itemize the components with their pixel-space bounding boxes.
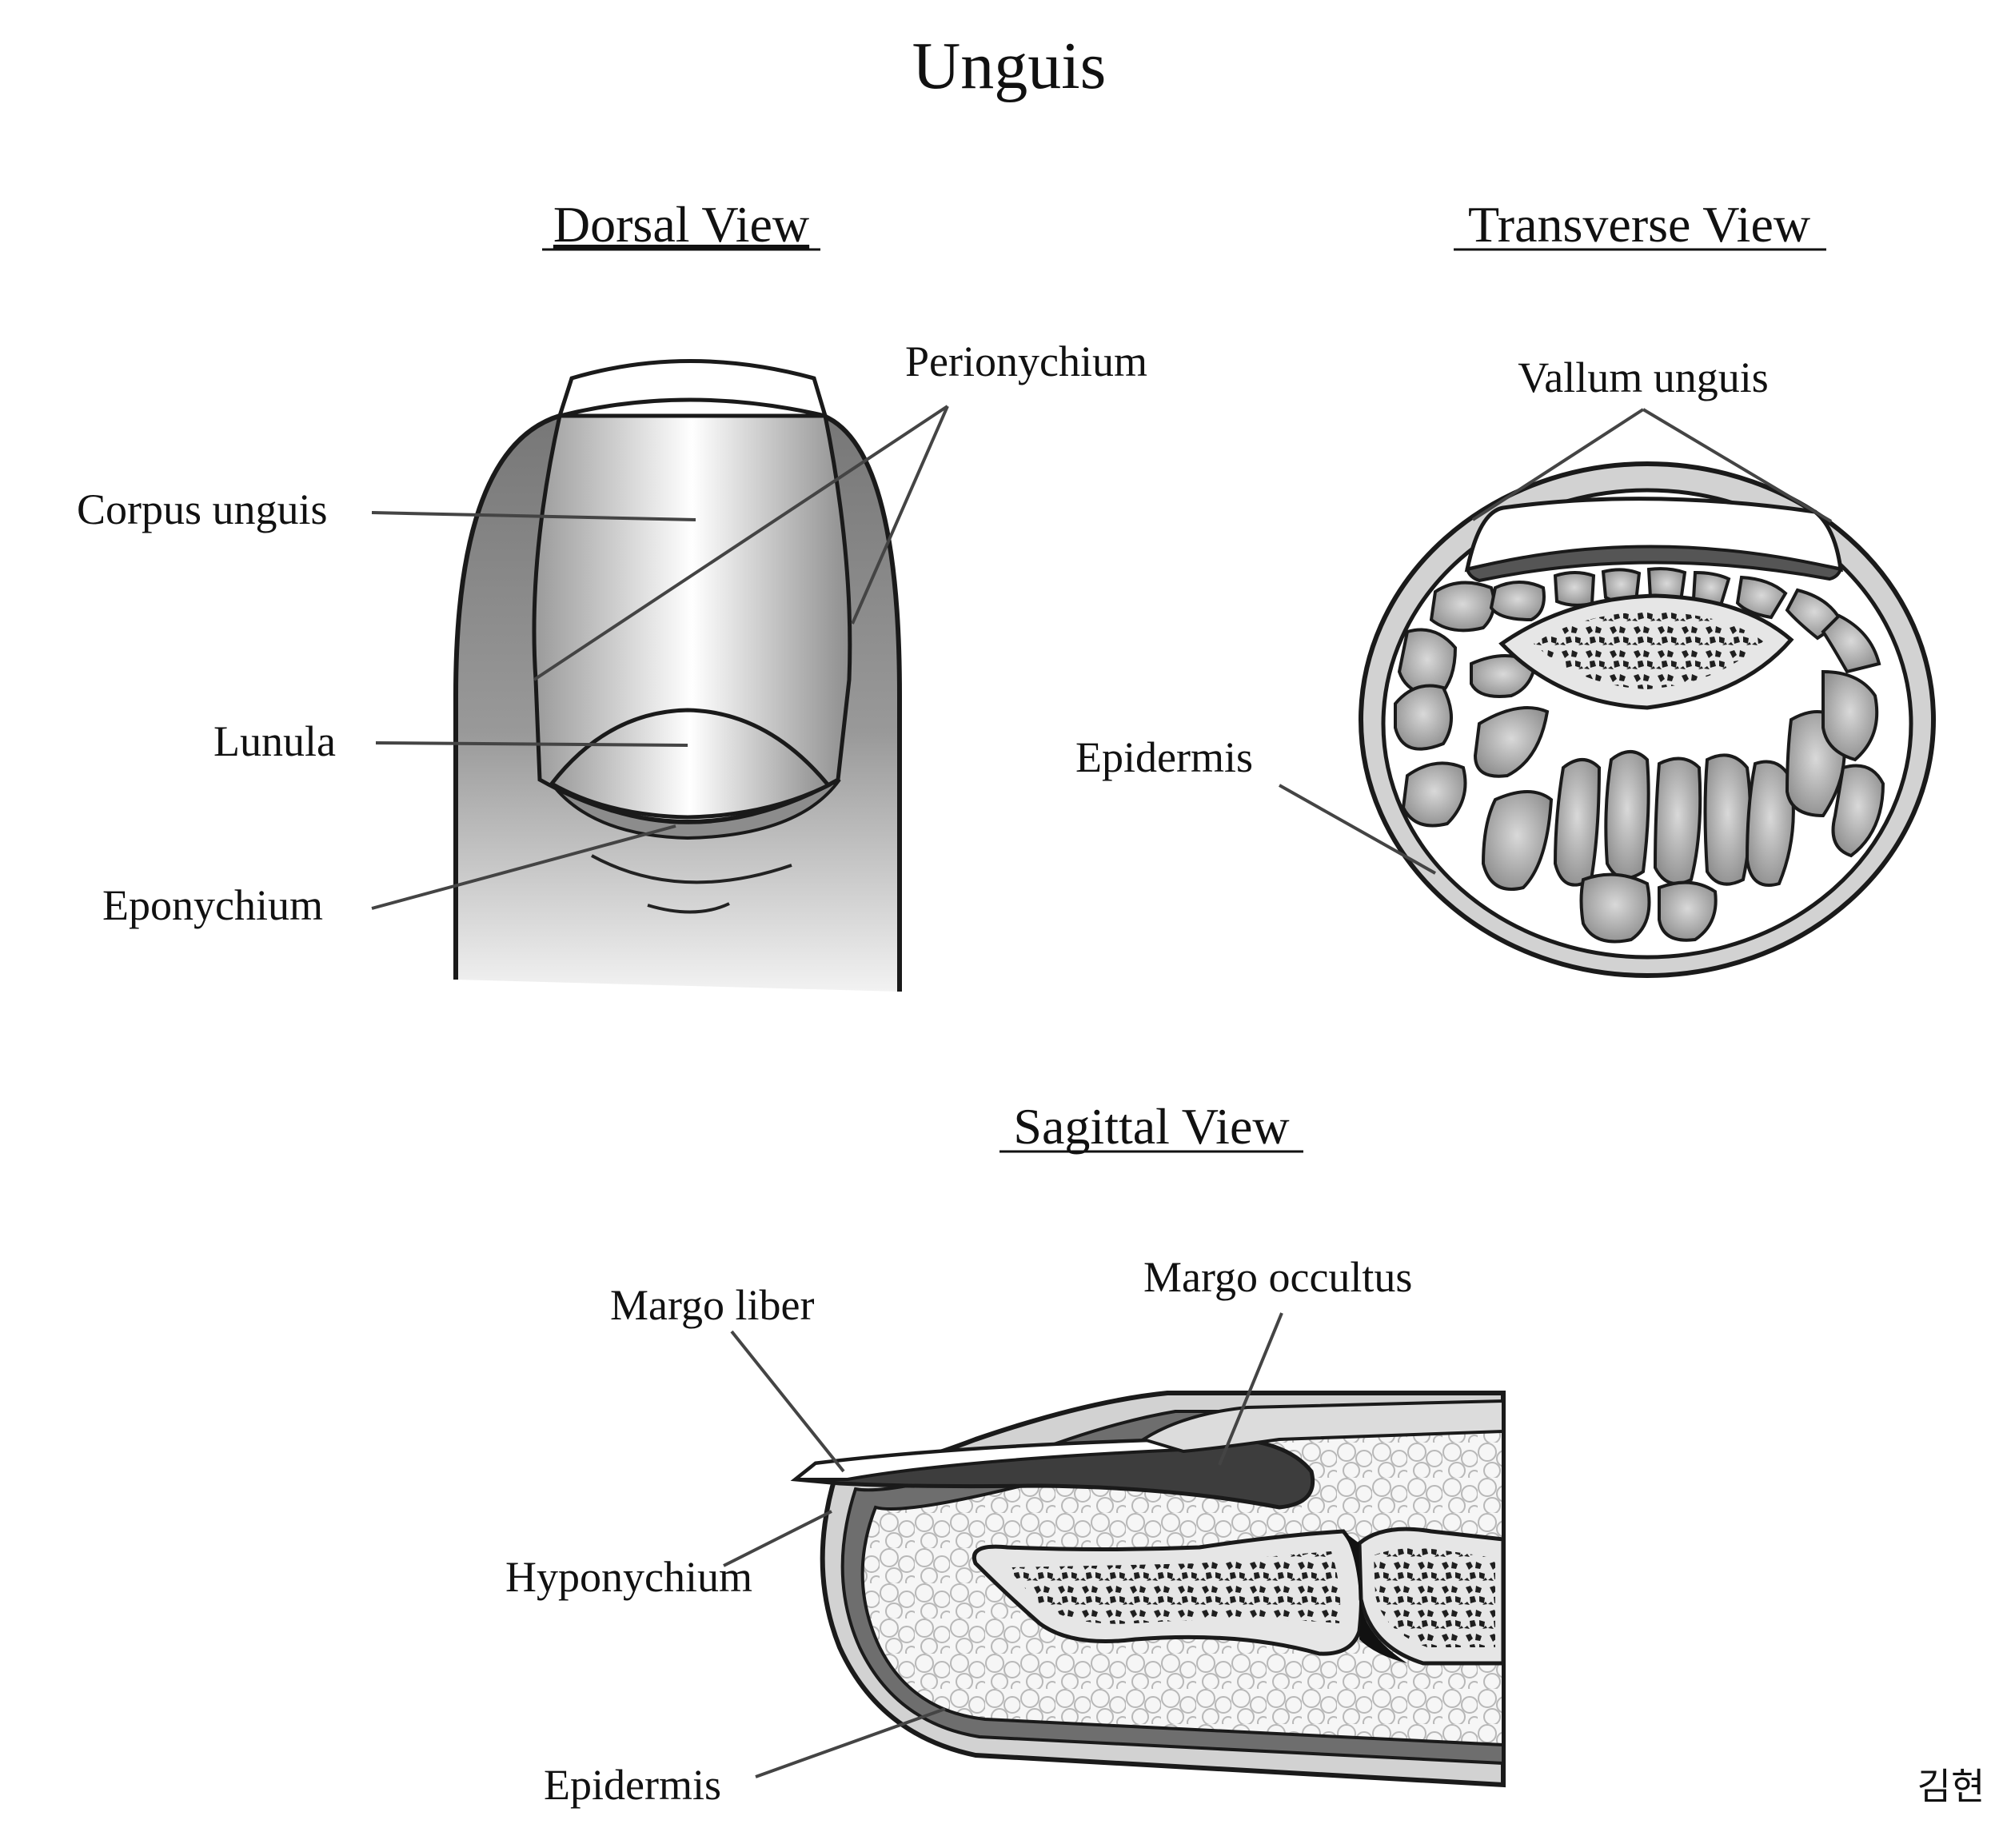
- label-perionychium: Perionychium: [905, 337, 1147, 385]
- nail-free-edge: [557, 359, 828, 419]
- label-hyponychium: Hyponychium: [505, 1553, 752, 1601]
- sagittal-view: Sagittal View Margo liber Margo occultus…: [505, 1098, 1506, 1809]
- leader-vallum-right: [1642, 408, 1833, 523]
- leader-vallum-left: [1471, 408, 1645, 521]
- skin-crease-1: [591, 854, 792, 884]
- label-corpus-unguis: Corpus unguis: [77, 485, 328, 533]
- label-sagittal-epidermis: Epidermis: [544, 1761, 721, 1809]
- sagittal-middle-phalanx-marrow: [1374, 1548, 1495, 1647]
- label-eponychium: Eponychium: [102, 881, 323, 929]
- sagittal-proximal-nail-fold: [1139, 1399, 1505, 1454]
- sagittal-view-heading: Sagittal View: [1013, 1098, 1289, 1155]
- leader-perionychium-left: [533, 405, 949, 681]
- leader-lunula: [375, 741, 688, 747]
- figure-title: Unguis: [912, 29, 1107, 103]
- transverse-view-heading: Transverse View: [1468, 196, 1810, 253]
- finger-right-edge: [822, 413, 902, 992]
- sagittal-joint-space: [1343, 1531, 1407, 1663]
- lunula-shape: [549, 708, 832, 820]
- transverse-tissue-segments: [1394, 567, 1885, 944]
- skin-crease-2: [647, 902, 730, 914]
- label-lunula: Lunula: [213, 717, 336, 765]
- dorsal-view-heading: Dorsal View: [553, 196, 809, 253]
- dorsal-view: Dorsal View Perionychium Corpus unguis L…: [77, 196, 1147, 992]
- label-transverse-epidermis: Epidermis: [1075, 733, 1253, 781]
- sagittal-distal-phalanx-marrow: [1007, 1551, 1341, 1624]
- leader-eponychium: [371, 824, 676, 910]
- label-margo-liber: Margo liber: [610, 1281, 814, 1329]
- artist-signature: 김현: [1917, 1765, 1985, 1808]
- transverse-view: Transverse View: [1075, 196, 1936, 978]
- leader-hyponychium: [723, 1510, 832, 1567]
- leader-transverse-epidermis: [1279, 784, 1436, 875]
- leader-sagittal-epidermis: [755, 1707, 946, 1778]
- label-margo-occultus: Margo occultus: [1143, 1253, 1412, 1301]
- transverse-nail-plate: [1465, 545, 1843, 583]
- leader-corpus-unguis: [371, 511, 696, 521]
- transverse-bone-marrow: [1534, 612, 1763, 689]
- finger-left-edge: [453, 413, 561, 980]
- leader-perionychium-right: [851, 405, 949, 625]
- leader-margo-occultus: [1218, 1312, 1283, 1466]
- leader-margo-liber: [730, 1330, 845, 1473]
- label-vallum-unguis: Vallum unguis: [1518, 353, 1769, 401]
